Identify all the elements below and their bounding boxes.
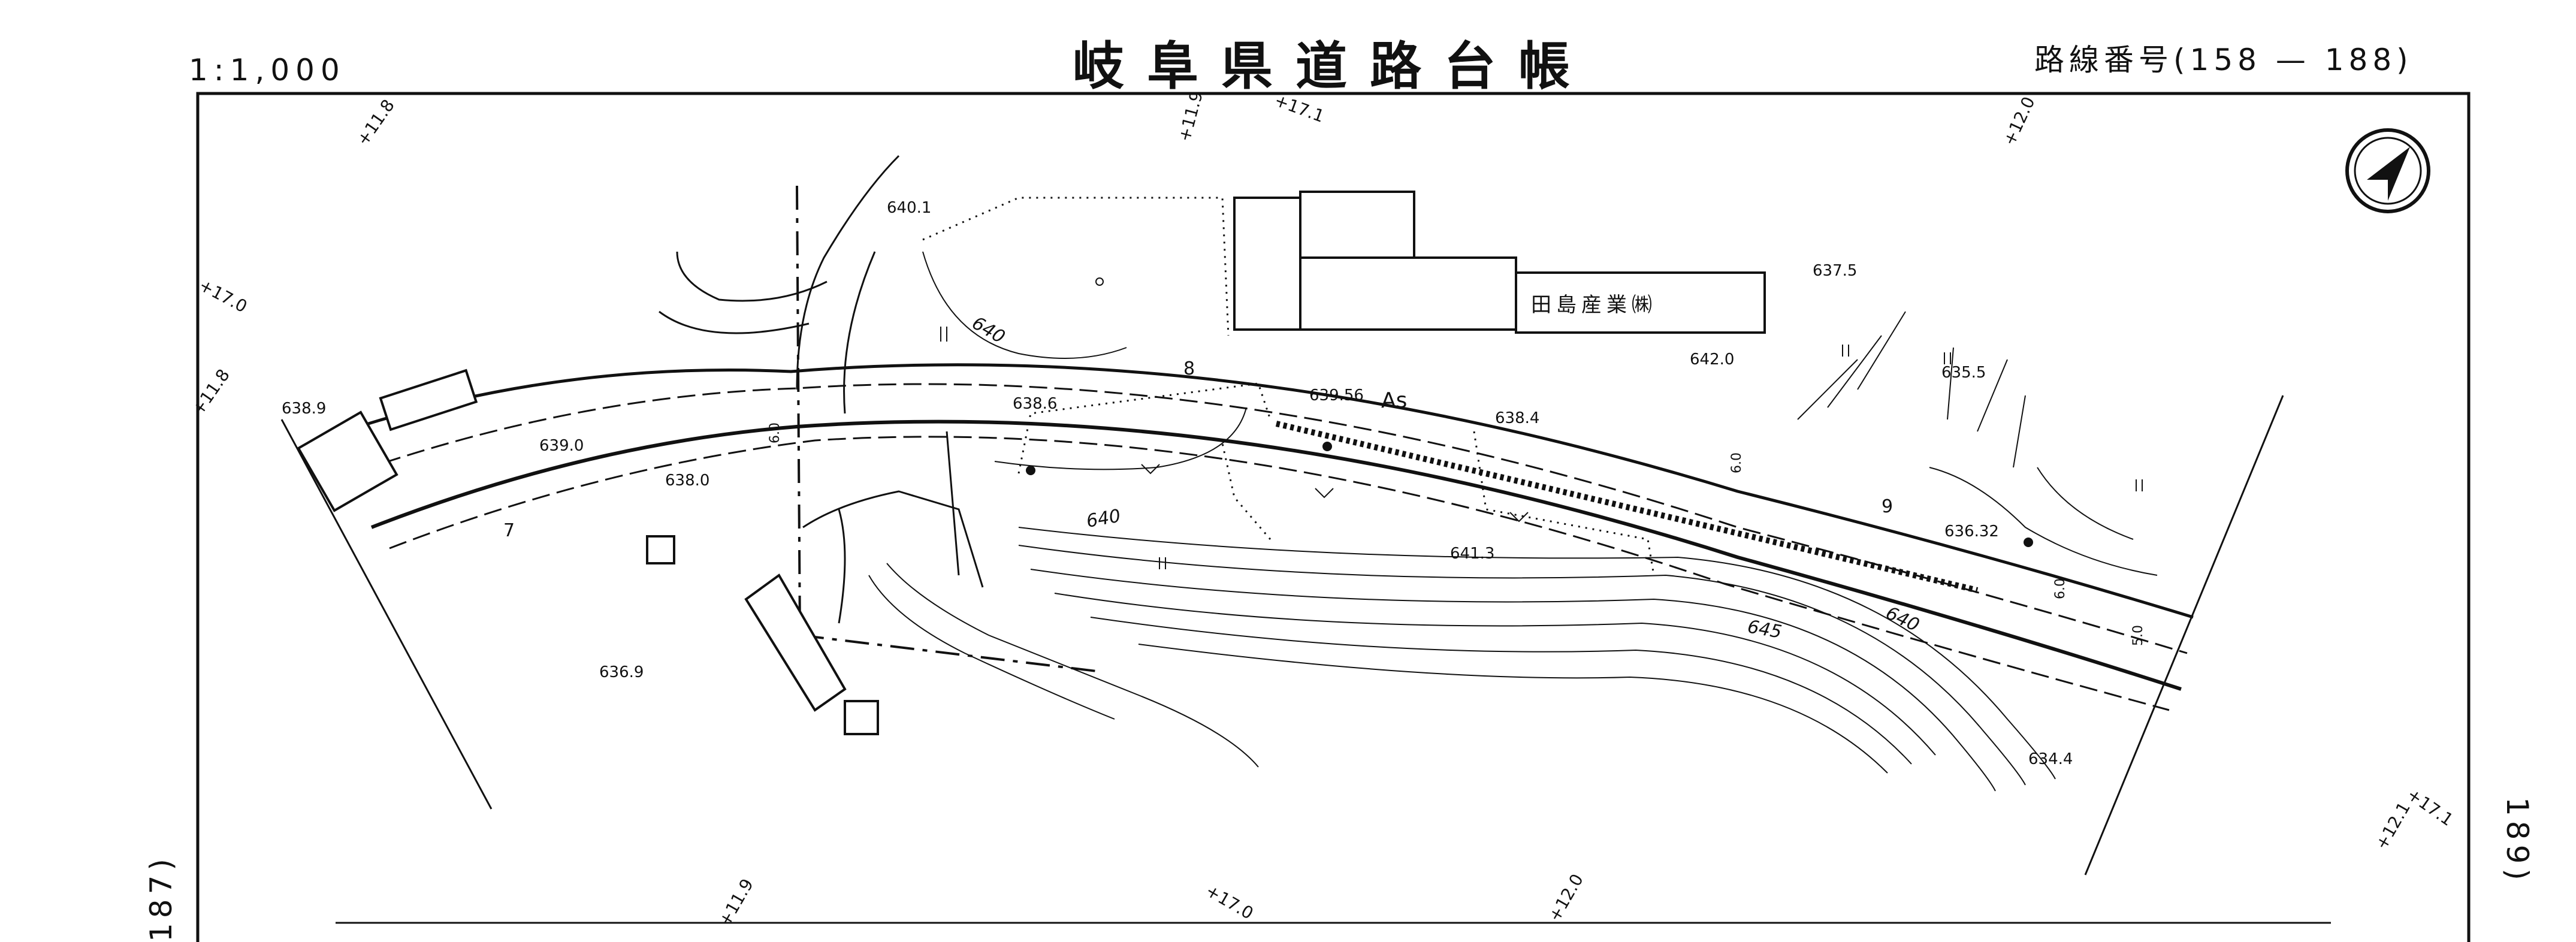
station-mark: +17.0: [1203, 880, 1257, 923]
elevation-label: 634.4: [2028, 750, 2073, 768]
buildings: [297, 191, 1766, 735]
side-road-north: [796, 155, 900, 390]
building-6: [297, 410, 398, 512]
survey-boundary-left: [280, 419, 493, 810]
building-4: [1515, 271, 1766, 334]
road-width-label: 5.0: [2131, 625, 2146, 646]
lot-lines: [922, 197, 1655, 576]
elevation-label: 642.0: [1690, 351, 1734, 369]
road-width-label: 8: [1183, 358, 1195, 379]
contour-label: 645: [1746, 616, 1783, 642]
cut-slope-a: [659, 310, 810, 334]
building-8: [844, 700, 879, 735]
elevation-label: 638.9: [282, 400, 326, 418]
side-road-north-edge: [843, 251, 876, 414]
elevation-label: 638.0: [665, 472, 709, 490]
utility-pole-icon: [2024, 538, 2033, 547]
elevation-label: 635.5: [1941, 364, 1986, 382]
field-symbol: [1315, 488, 1334, 499]
building-1: [1233, 197, 1301, 331]
road-width-label: 7: [503, 520, 515, 541]
drainage-line: [838, 509, 846, 624]
elevation-label: 639.0: [539, 437, 584, 455]
elevation-label: 641.3: [1450, 545, 1494, 563]
station-mark: +11.9: [1174, 89, 1207, 143]
station-mark: +12.0: [1999, 93, 2039, 149]
road-width-label: 6.0: [2053, 578, 2068, 599]
cut-slope-b: [676, 251, 828, 302]
map-frame: [196, 92, 2471, 942]
route-number: 路線番号(158 — 188): [2034, 43, 2413, 77]
elevation-label: 638.4: [1495, 409, 1539, 427]
road-width-label: 9: [1882, 496, 1893, 517]
station-mark: +17.1: [1272, 90, 1327, 126]
map-title: 岐阜県道路台帳: [1073, 37, 1593, 96]
building-7: [646, 535, 675, 564]
map-scale: 1:1,000: [189, 53, 346, 87]
elevation-label: 639.56: [1309, 387, 1364, 404]
slope-hatching: [1797, 311, 2158, 576]
building-label: 田島産業㈱: [1531, 293, 1657, 317]
road-edge-north: [335, 383, 2188, 654]
contour-640-b: [922, 251, 1127, 359]
boundary-line: [796, 185, 1097, 672]
road-corridor: [305, 363, 2194, 711]
elevation-label: 637.5: [1813, 262, 1857, 280]
elevation-label: 638.6: [1013, 395, 1057, 413]
building-5: [379, 369, 478, 431]
building-2: [1299, 191, 1415, 259]
contour-lines: [868, 251, 2056, 792]
utility-pole-icon: [1322, 442, 1332, 451]
north-arrow-icon: [2345, 128, 2430, 213]
orchard-symbol: [1842, 345, 1849, 357]
field-symbol: [1141, 464, 1160, 475]
contour-label: 640: [1085, 505, 1122, 532]
road-right-of-way-north: [305, 363, 2194, 619]
station-mark: +11.9: [714, 875, 757, 930]
lot-boundary-south: [802, 490, 984, 588]
road-right-of-way-south: [389, 436, 2170, 711]
station-mark: +11.8: [353, 96, 398, 149]
road-surface-label: As: [1381, 388, 1407, 413]
orchard-symbol: [1944, 352, 1951, 364]
elevation-label: 640.1: [887, 199, 931, 217]
field-symbol: [1509, 512, 1529, 523]
elevation-labels: 640.1 637.5 638.9 639.0 638.0 638.6 639.…: [282, 199, 2073, 768]
orchard-symbol: [2136, 479, 2143, 491]
road-labels: As 8 7 9 6.0 6.0 6.0 5.0: [503, 358, 2146, 646]
road-edge-south: [370, 419, 2182, 691]
survey-boundary-right: [2084, 395, 2284, 875]
lot-boundary-mid: [946, 431, 960, 576]
station-mark: +17.0: [196, 275, 250, 316]
guardrail: [1275, 421, 1979, 593]
building-3: [1299, 256, 1517, 331]
station-mark: +12.0: [1544, 871, 1587, 925]
road-width-label: 6.0: [1729, 452, 1744, 473]
orchard-symbol: [1159, 557, 1166, 569]
utility-pole-icon: [1026, 466, 1035, 475]
orchard-symbol: [940, 327, 947, 342]
station-mark: +11.8: [188, 366, 234, 419]
road-width-label: 6.0: [768, 422, 783, 443]
elevation-label: 636.32: [1944, 523, 1999, 541]
station-mark: +12.1: [2371, 799, 2414, 853]
paddy-symbol: [1095, 277, 1104, 286]
elevation-label: 636.9: [599, 663, 644, 681]
building-9: [744, 573, 847, 712]
